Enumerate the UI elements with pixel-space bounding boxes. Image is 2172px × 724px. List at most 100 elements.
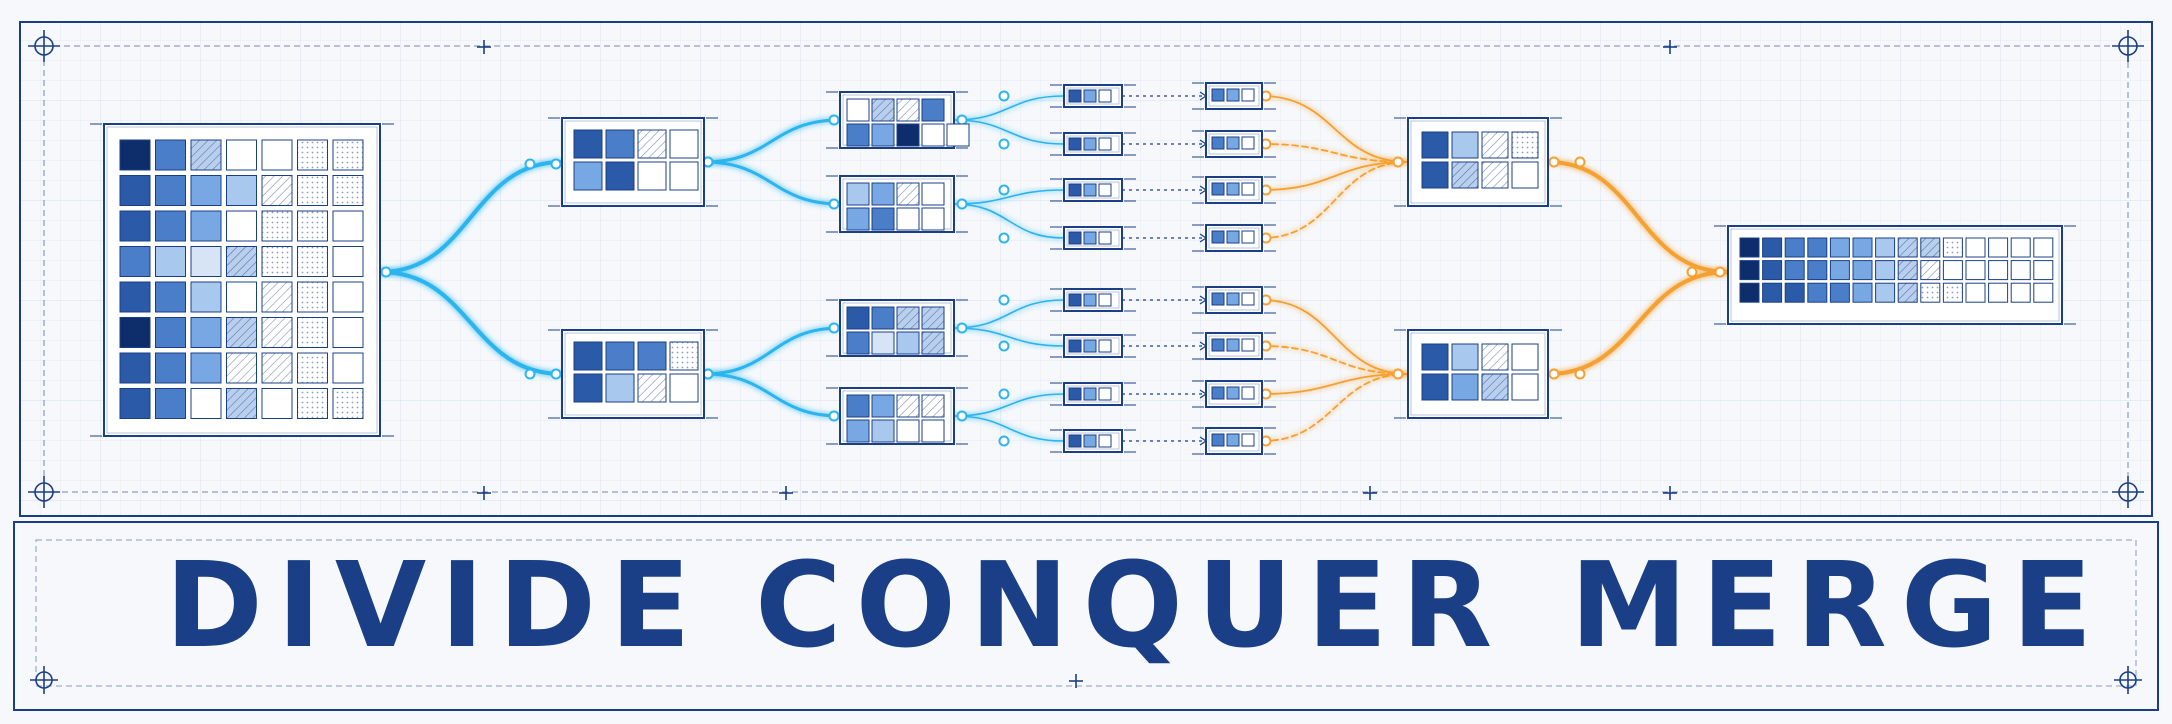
divide-connector	[702, 160, 842, 206]
array-cell	[846, 98, 870, 122]
array-cell	[871, 182, 895, 206]
array-cell	[1421, 343, 1449, 371]
array-cell	[637, 161, 667, 191]
array-cell	[226, 317, 257, 348]
conquered-leaf-array	[1192, 286, 1276, 314]
array-cell	[1083, 89, 1097, 103]
connector-node	[828, 410, 840, 422]
array-cell	[896, 331, 920, 355]
array-cell	[119, 352, 151, 384]
divide-connector	[953, 95, 1065, 121]
array-cell	[119, 281, 151, 313]
array-cell	[1852, 282, 1873, 303]
array-cell	[871, 306, 895, 330]
array-cell	[896, 207, 920, 231]
array-cell	[1421, 131, 1449, 159]
array-cell	[226, 246, 257, 277]
array-cell	[226, 281, 257, 313]
title-divide: DIVIDE	[165, 536, 705, 674]
array-cell	[871, 123, 895, 147]
array-cell	[261, 175, 293, 206]
array-cell	[1098, 339, 1112, 353]
array-cell	[226, 352, 257, 384]
array-cell	[1511, 131, 1539, 159]
array-cell	[1988, 237, 2009, 258]
array-cell	[1211, 136, 1225, 150]
array-cell	[896, 182, 920, 206]
array-cell	[871, 394, 895, 418]
array-cell	[1098, 434, 1112, 448]
connector-node	[1574, 368, 1586, 380]
leaf-array	[1050, 288, 1136, 312]
connector-node	[998, 340, 1010, 352]
array-cell	[332, 175, 364, 206]
array-cell	[1511, 373, 1539, 401]
merge-connector	[1261, 345, 1409, 375]
leaf-array	[1050, 84, 1136, 108]
array-cell	[1807, 237, 1828, 258]
array-cell	[871, 207, 895, 231]
connector-node	[828, 322, 840, 334]
array-cell	[605, 161, 635, 191]
array-cell	[1068, 387, 1082, 401]
connector-node	[1392, 156, 1404, 168]
array-cell	[332, 246, 364, 277]
array-cell	[1083, 183, 1097, 197]
conquered-leaf-array	[1192, 130, 1276, 158]
divide-connector	[953, 119, 1065, 145]
array-cell	[1098, 89, 1112, 103]
array-cell	[1784, 237, 1805, 258]
array-cell	[261, 388, 293, 419]
connector-node	[550, 368, 562, 380]
connector-node	[998, 138, 1010, 150]
array-cell	[1988, 260, 2009, 281]
array-cell	[1421, 161, 1449, 189]
array-cell	[921, 331, 945, 355]
array-cell	[332, 352, 364, 384]
connector-node	[956, 410, 968, 422]
conquered-leaf-array	[1192, 332, 1276, 360]
connector-node	[1548, 368, 1560, 380]
array-cell	[1098, 231, 1112, 245]
array-cell	[573, 129, 603, 159]
array-cell	[155, 388, 186, 419]
connector-node	[998, 435, 1010, 447]
connector-node	[1686, 266, 1698, 278]
array-cell	[1829, 237, 1850, 258]
merge-connector	[1261, 373, 1409, 395]
array-cell	[1241, 433, 1255, 447]
array-cell	[921, 394, 945, 418]
array-cell	[226, 175, 257, 206]
array-cell	[1481, 343, 1509, 371]
array-cell	[946, 123, 970, 147]
array-cell	[2033, 237, 2054, 258]
array-cell	[155, 175, 186, 206]
array-cell	[1875, 260, 1896, 281]
leaf-array	[1050, 334, 1136, 358]
array-cell	[1083, 293, 1097, 307]
array-cell	[2033, 260, 2054, 281]
array-cell	[1875, 282, 1896, 303]
array-cell	[1241, 338, 1255, 352]
array-cell	[261, 281, 293, 313]
array-cell	[1068, 231, 1082, 245]
array-cell	[297, 388, 328, 419]
array-cell	[261, 317, 293, 348]
array-cell	[1241, 88, 1255, 102]
array-cell	[1451, 373, 1479, 401]
array-cell	[1083, 339, 1097, 353]
array-cell	[155, 246, 186, 277]
array-cell	[119, 246, 151, 277]
connector-node	[1714, 266, 1726, 278]
divide-connector	[953, 299, 1065, 329]
divide-connector	[953, 415, 1065, 442]
array-cell	[1211, 433, 1225, 447]
array-cell	[1897, 237, 1918, 258]
merge-connector	[1261, 161, 1409, 239]
array-cell	[1920, 237, 1941, 258]
array-cell	[921, 182, 945, 206]
array-cell	[261, 210, 293, 242]
array-cell	[297, 210, 328, 242]
connector-node	[1548, 156, 1560, 168]
array-cell	[155, 281, 186, 313]
